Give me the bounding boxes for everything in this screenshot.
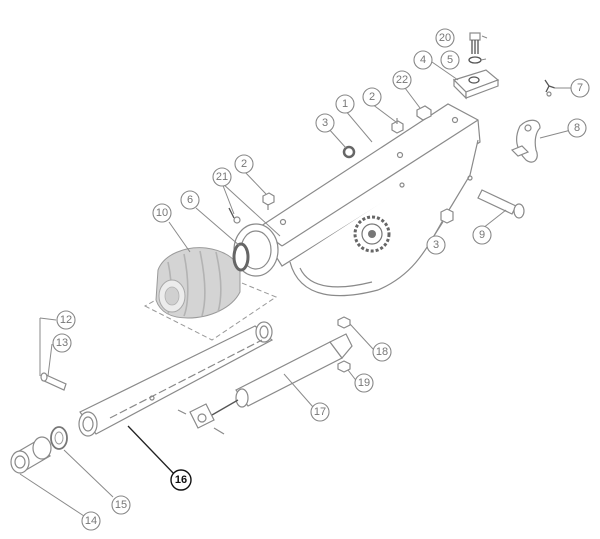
callouts: 1 2 2 3 3 4 5 6 7 8 9 10 12 13 14 15 16 …	[52, 28, 590, 531]
svg-text:13: 13	[56, 337, 68, 349]
callout-13: 13	[52, 333, 72, 353]
svg-text:3: 3	[433, 239, 439, 251]
strut-nut-top	[337, 316, 351, 329]
dowel-pin	[40, 372, 67, 391]
nut-2-left	[262, 192, 275, 210]
svg-text:1: 1	[342, 98, 348, 110]
svg-text:8: 8	[574, 122, 580, 134]
callout-19: 19	[354, 373, 374, 393]
hook-clip	[510, 119, 541, 163]
svg-text:4: 4	[420, 54, 426, 66]
callout-3-right: 3	[426, 235, 446, 255]
gear-wheel	[353, 215, 391, 253]
callout-17: 17	[310, 402, 330, 422]
bushing	[10, 436, 52, 474]
callout-9: 9	[472, 225, 492, 245]
svg-text:2: 2	[369, 91, 375, 103]
svg-text:20: 20	[439, 32, 451, 44]
svg-text:17: 17	[314, 406, 326, 418]
svg-text:6: 6	[187, 194, 193, 206]
bellows-boot	[155, 247, 241, 319]
shaft-pin	[477, 189, 525, 219]
callout-10: 10	[152, 203, 172, 223]
callout-21: 21	[212, 167, 232, 187]
nut-22	[416, 105, 432, 121]
svg-text:15: 15	[115, 499, 127, 511]
svg-text:3: 3	[322, 117, 328, 129]
gas-strut	[177, 333, 353, 435]
pin-21	[228, 207, 241, 224]
svg-text:22: 22	[396, 74, 408, 86]
nipple-3	[342, 145, 356, 159]
svg-text:5: 5	[447, 54, 453, 66]
callout-5: 5	[440, 50, 460, 70]
clip-7	[544, 79, 556, 97]
callout-14: 14	[81, 511, 101, 531]
callout-7: 7	[570, 78, 590, 98]
callout-8: 8	[567, 118, 587, 138]
bracket-plate	[452, 69, 500, 100]
callout-2-left: 2	[234, 154, 254, 174]
svg-text:7: 7	[577, 82, 583, 94]
svg-text:18: 18	[376, 346, 388, 358]
strut-nut-bottom	[337, 360, 351, 373]
washer	[468, 56, 482, 64]
svg-text:12: 12	[60, 314, 72, 326]
svg-text:21: 21	[216, 171, 228, 183]
svg-text:9: 9	[479, 229, 485, 241]
svg-text:14: 14	[85, 515, 97, 527]
svg-text:16: 16	[175, 474, 187, 486]
callout-20: 20	[435, 28, 455, 48]
bolt	[469, 32, 481, 54]
leader-lines	[19, 35, 577, 517]
o-ring	[50, 426, 68, 450]
nut-2-top	[391, 118, 404, 134]
plug-3-right	[440, 208, 454, 224]
svg-text:2: 2	[241, 158, 247, 170]
callout-3-top: 3	[315, 113, 335, 133]
callout-6: 6	[180, 190, 200, 210]
callout-1: 1	[335, 94, 355, 114]
callout-15: 15	[111, 495, 131, 515]
callout-12: 12	[56, 310, 76, 330]
callout-4: 4	[413, 50, 433, 70]
arm-housing	[233, 103, 481, 297]
callout-16-highlighted: 16	[170, 469, 192, 491]
callout-22: 22	[392, 70, 412, 90]
callout-2-top: 2	[362, 87, 382, 107]
inner-tube	[78, 321, 274, 437]
svg-text:19: 19	[358, 377, 370, 389]
svg-text:10: 10	[156, 207, 168, 219]
callout-18: 18	[372, 342, 392, 362]
clamp-ring	[232, 242, 250, 272]
